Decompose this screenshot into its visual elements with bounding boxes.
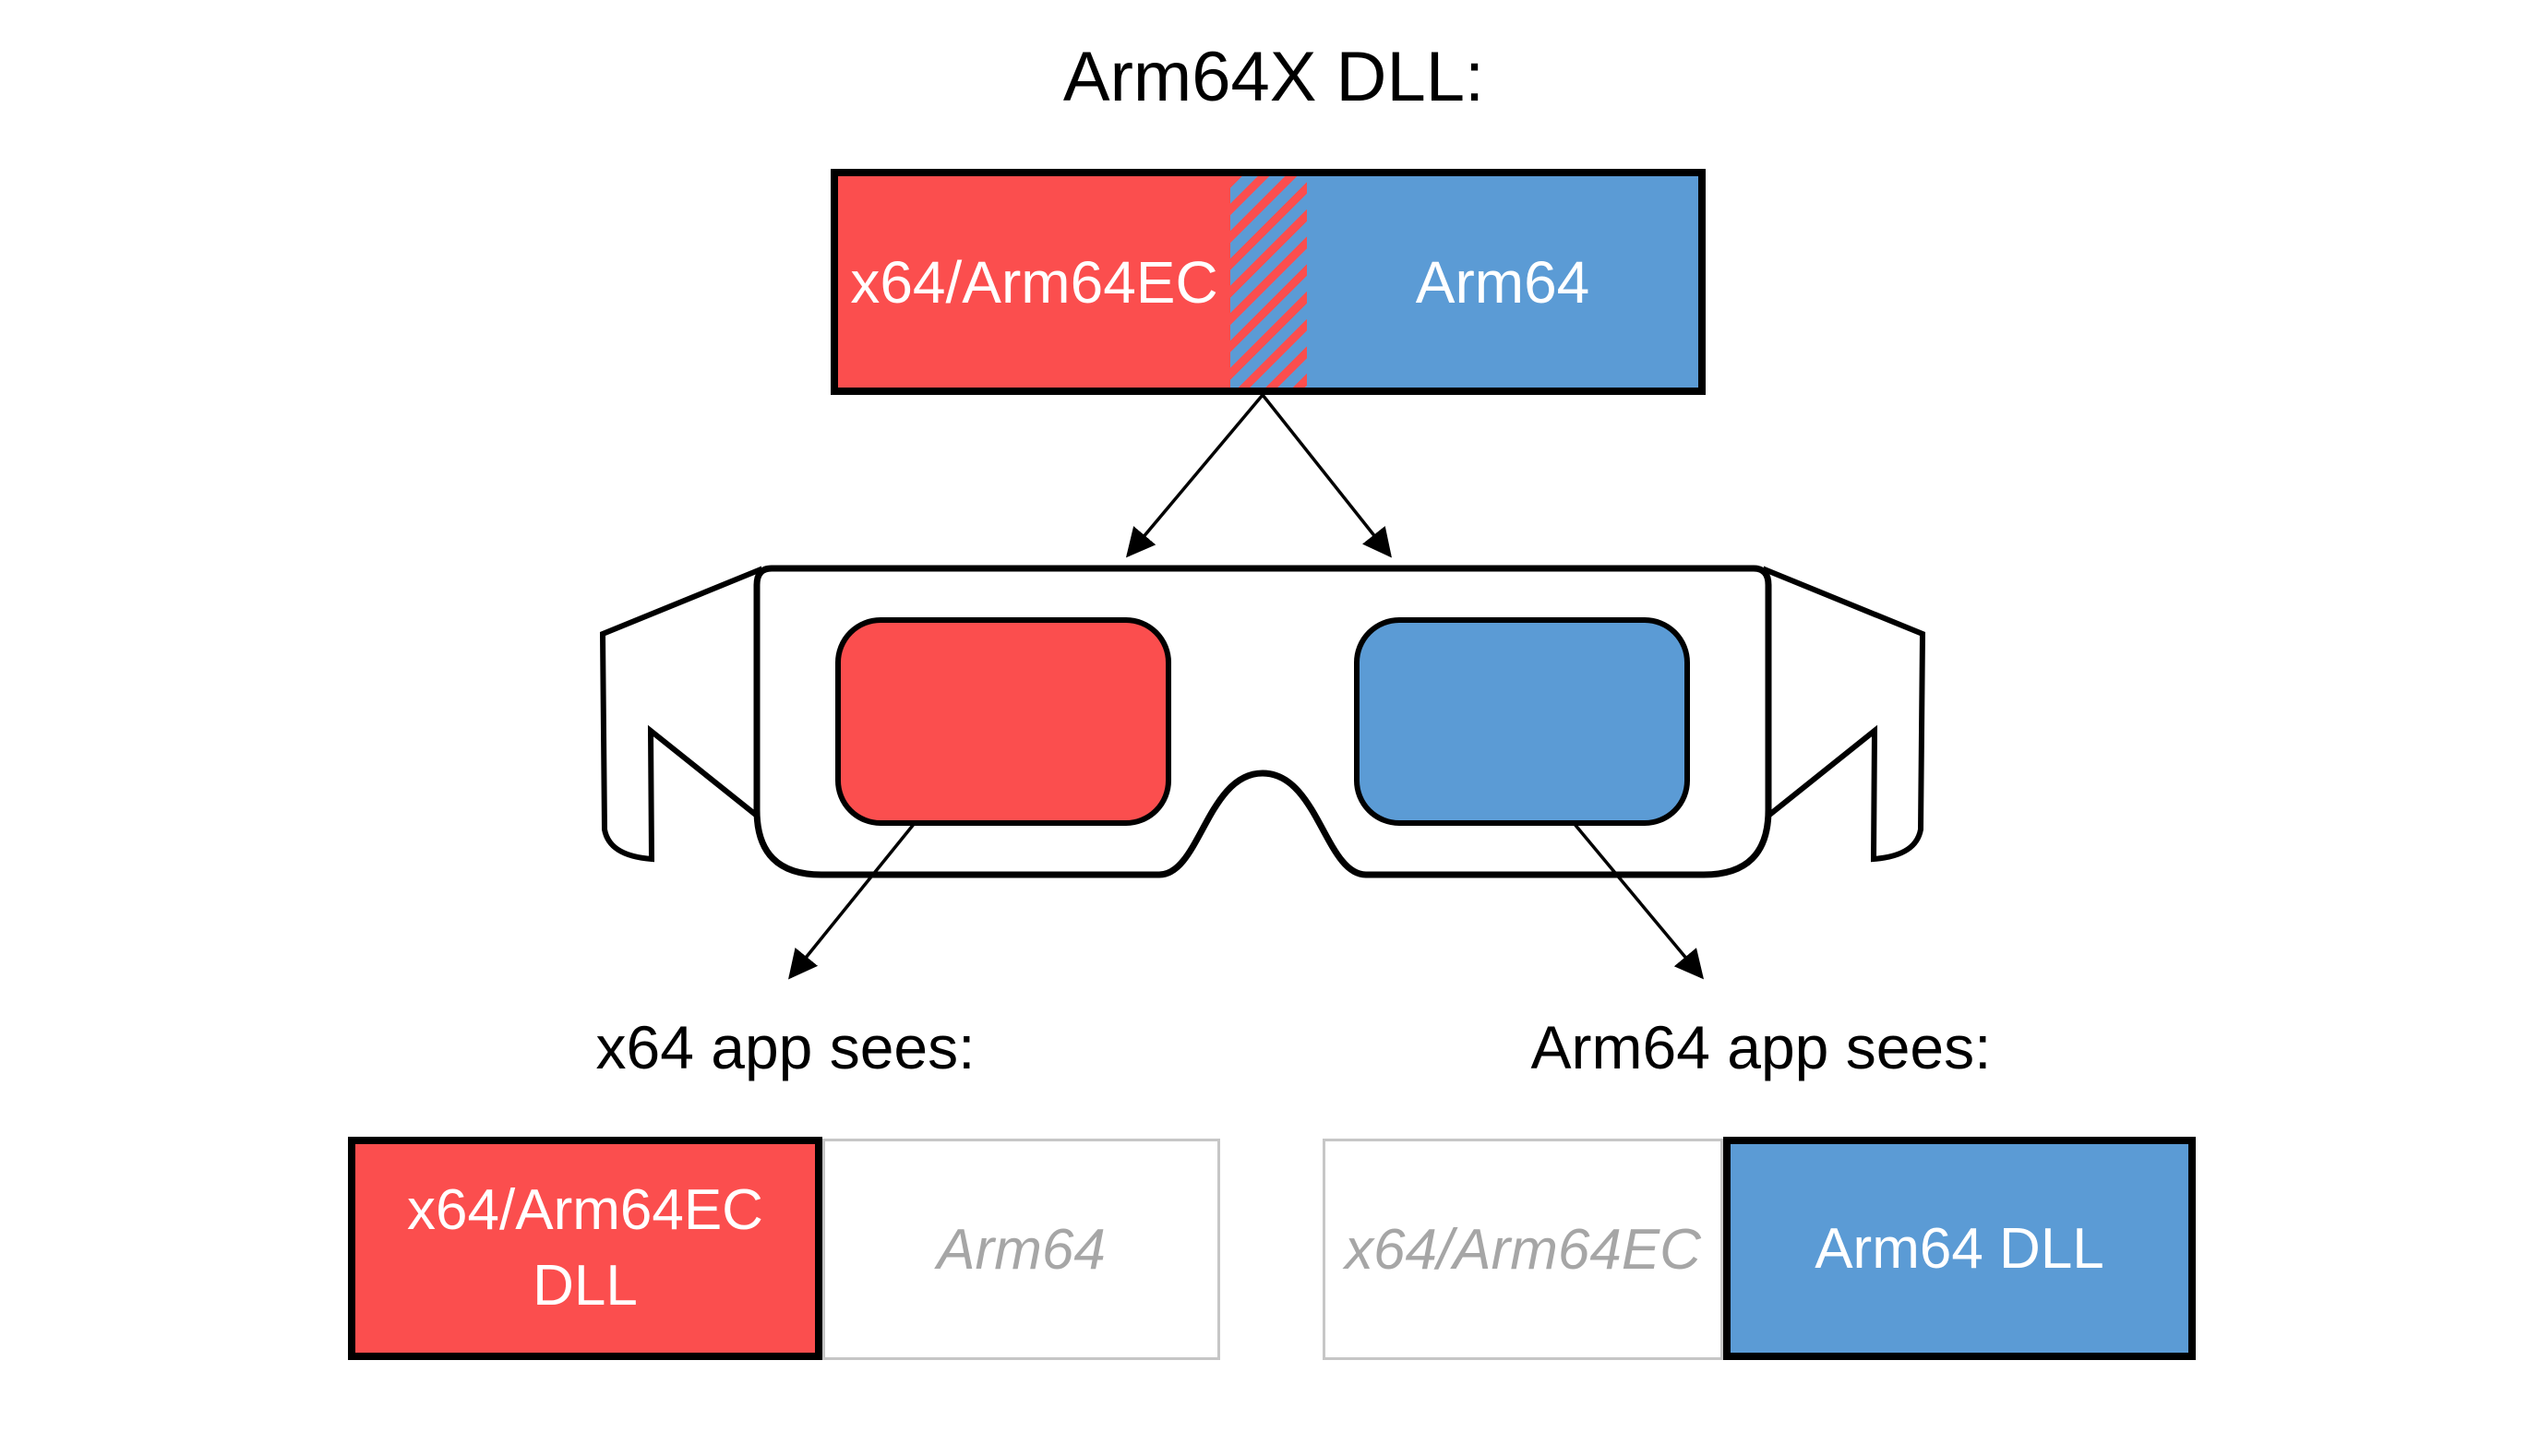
bar-segment-x64-arm64ec: x64/Arm64EC (838, 176, 1230, 388)
bar-segment-arm64: Arm64 (1307, 176, 1698, 388)
arm64-view-ghost-label: x64/Arm64EC (1345, 1217, 1701, 1282)
arrow-red-lens-to-x64-view (788, 821, 917, 980)
arm64-view-ghost-box: x64/Arm64EC (1323, 1139, 1723, 1360)
arrow-bar-to-blue-lens (1261, 393, 1392, 558)
x64-view-ghost-box: Arm64 (822, 1139, 1220, 1360)
bar-segment-x64-arm64ec-label: x64/Arm64EC (850, 248, 1218, 316)
arrow-blue-lens-to-arm64-view (1572, 821, 1705, 980)
bar-segment-hatched-boundary (1230, 176, 1307, 388)
x64-view-ghost-label: Arm64 (937, 1217, 1106, 1282)
bar-segment-arm64-label: Arm64 (1415, 248, 1590, 316)
x64-view-dll-box: x64/Arm64EC DLL (348, 1137, 822, 1360)
glasses-blue-lens (1354, 617, 1690, 826)
arm64-view-dll-label: Arm64 DLL (1815, 1216, 2104, 1281)
x64-view-title: x64 app sees: (595, 1013, 976, 1081)
glasses-frame (753, 565, 1772, 878)
x64-view-dll-label-line2: DLL (533, 1254, 638, 1318)
glasses-left-temple (599, 566, 762, 863)
diagram-title: Arm64X DLL: (1062, 38, 1485, 116)
arm64-view-title: Arm64 app sees: (1530, 1013, 1992, 1081)
arrow-bar-to-red-lens (1125, 393, 1264, 558)
glasses-right-temple (1763, 566, 1926, 863)
x64-view-dll-label-line1: x64/Arm64EC (407, 1178, 763, 1243)
arm64-view-dll-box: Arm64 DLL (1723, 1137, 2196, 1360)
glasses-red-lens (835, 617, 1171, 826)
arm64x-dll-bar: x64/Arm64EC Arm64 (831, 169, 1706, 395)
